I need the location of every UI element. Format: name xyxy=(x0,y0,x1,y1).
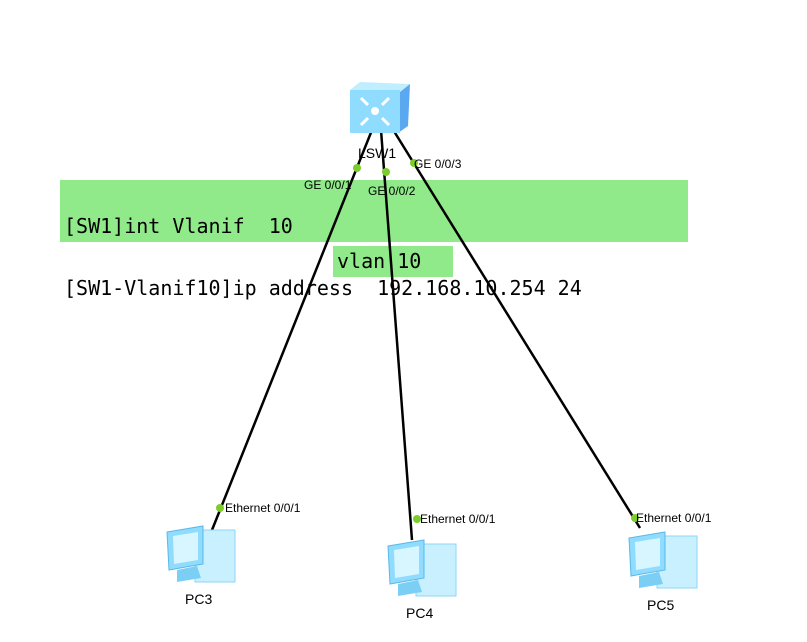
config-line-1: [SW1]int Vlanif 10 xyxy=(64,214,293,238)
pc-label: PC3 xyxy=(185,591,213,607)
pc-icon[interactable] xyxy=(166,525,236,583)
pc-icon[interactable] xyxy=(387,539,457,597)
pc-label: PC5 xyxy=(647,597,675,613)
switch-icon[interactable] xyxy=(350,82,410,133)
port-dot xyxy=(216,504,224,512)
link-pc3[interactable] xyxy=(210,129,374,531)
pc-icon[interactable] xyxy=(628,531,698,589)
port-dot xyxy=(353,164,361,172)
switch-label: LSW1 xyxy=(358,145,397,161)
link-pc5[interactable] xyxy=(390,127,642,529)
port-label: Ethernet 0/0/1 xyxy=(636,511,712,525)
port-dot xyxy=(410,159,418,167)
port-label: GE 0/0/1 xyxy=(304,178,352,192)
config-note: [SW1]int Vlanif 10 [SW1-Vlanif10]ip addr… xyxy=(60,180,688,300)
port-label: Ethernet 0/0/1 xyxy=(225,501,301,515)
pc-label: PC4 xyxy=(406,605,434,621)
port-label: GE 0/0/3 xyxy=(414,157,462,171)
port-label: Ethernet 0/0/1 xyxy=(420,512,496,526)
port-dot xyxy=(382,168,390,176)
config-line-2: [SW1-Vlanif10]ip address 192.168.10.254 … xyxy=(64,276,582,300)
link-pc4[interactable] xyxy=(379,129,414,541)
port-label: GE 0/0/2 xyxy=(368,184,416,198)
port-dot xyxy=(631,514,639,522)
port-dot xyxy=(413,515,421,523)
vlan-note: vlan 10 xyxy=(333,246,453,277)
